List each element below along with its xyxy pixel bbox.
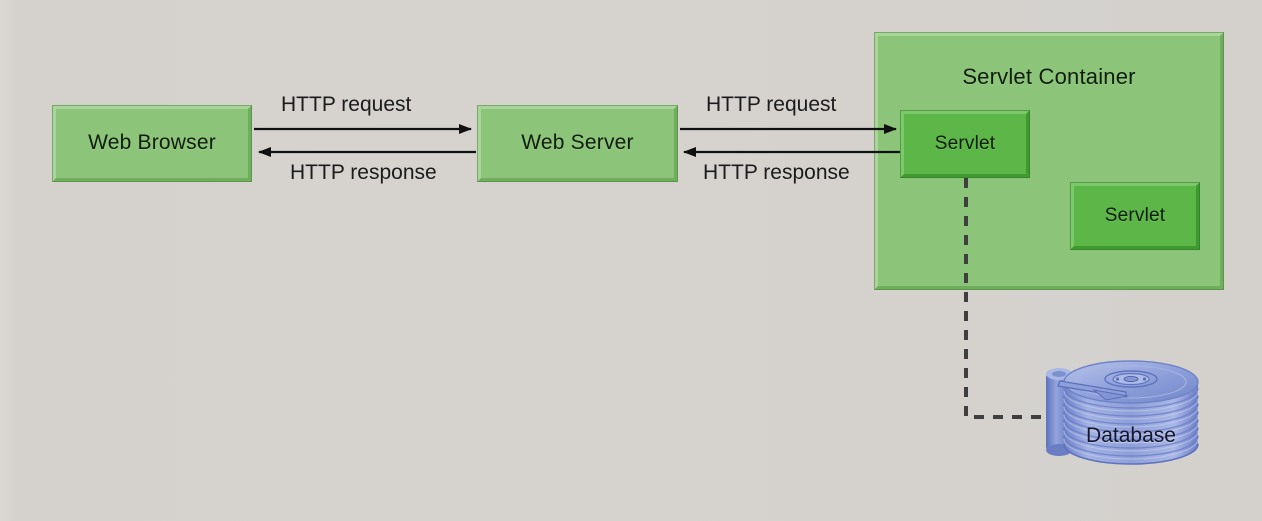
web-server-face xyxy=(477,105,678,182)
database-label: Database xyxy=(1086,424,1176,447)
edge-label-browser-to-server-request: HTTP request xyxy=(281,93,412,116)
web-server-label: Web Server xyxy=(521,131,634,155)
web-browser-face xyxy=(52,105,252,182)
servlet-two-face xyxy=(1070,182,1200,250)
database-actuator-arm xyxy=(1057,380,1129,401)
edge-label-server-to-browser-response: HTTP response xyxy=(290,161,437,184)
database-top-platter xyxy=(1063,360,1199,404)
servlet-one-label: Servlet xyxy=(934,133,996,155)
node-servlet-one[interactable]: Servlet xyxy=(900,110,1030,178)
servlet-one-face xyxy=(900,110,1030,178)
servlet-two-label: Servlet xyxy=(1104,205,1166,227)
edge-label-servlet-to-server-response: HTTP response xyxy=(703,161,850,184)
node-database[interactable]: Database xyxy=(1036,344,1226,484)
database-stack-body xyxy=(1063,382,1199,465)
node-web-browser[interactable]: Web Browser xyxy=(52,105,252,182)
edge-label-server-to-servlet-request: HTTP request xyxy=(706,93,837,116)
web-browser-label: Web Browser xyxy=(88,131,216,155)
database-cylinder-icon xyxy=(1046,360,1199,465)
servlet-container-label: Servlet Container xyxy=(962,64,1136,89)
node-servlet-two[interactable]: Servlet xyxy=(1070,182,1200,250)
node-web-server[interactable]: Web Server xyxy=(477,105,678,182)
